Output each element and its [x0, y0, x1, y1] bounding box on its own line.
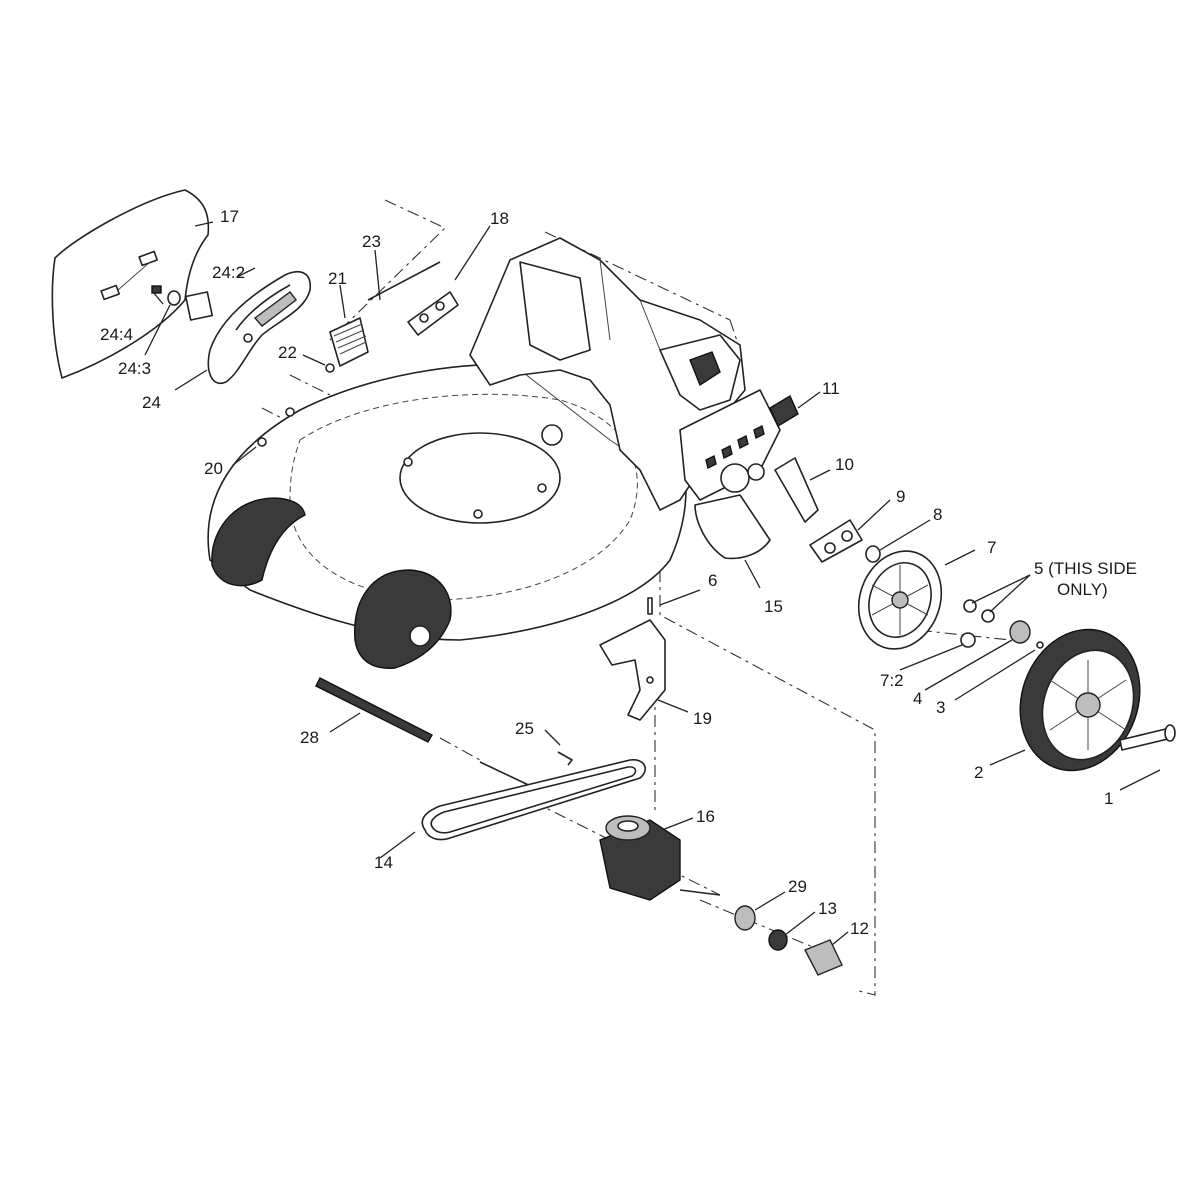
- part-24-handle-bracket: [184, 271, 311, 385]
- part-20-screws: [257, 407, 295, 447]
- label-23: 23: [362, 232, 381, 251]
- label-12: 12: [850, 919, 869, 938]
- part-15-discharge-chute: [694, 494, 771, 560]
- part-9-bearing-plate: [809, 519, 863, 563]
- height-adjust-panel: [679, 389, 781, 501]
- label-2: 2: [974, 763, 983, 782]
- label-24: 24: [142, 393, 161, 412]
- part-24-3-washer: [167, 290, 181, 306]
- label-7: 7: [987, 538, 996, 557]
- label-28: 28: [300, 728, 319, 747]
- part-28-drive-spring: [315, 677, 433, 743]
- part-labels: 17 18 23 24:2 21 24:4 22 24:3 24 20 11 1…: [100, 207, 1137, 938]
- label-29: 29: [788, 877, 807, 896]
- label-21: 21: [328, 269, 347, 288]
- label-7-2: 7:2: [880, 671, 904, 690]
- part-3-nut: [1036, 641, 1044, 649]
- label-9: 9: [896, 487, 905, 506]
- label-3: 3: [936, 698, 945, 717]
- part-7-2-washer: [960, 632, 976, 648]
- part-4-bushing: [1009, 620, 1031, 644]
- part-16-transmission: [599, 815, 681, 901]
- label-24-4: 24:4: [100, 325, 133, 344]
- label-24-3: 24:3: [118, 359, 151, 378]
- label-14: 14: [374, 853, 393, 872]
- label-8: 8: [933, 505, 942, 524]
- rear-handle-frame: [469, 237, 746, 511]
- part-29-bushing: [734, 905, 756, 931]
- part-21-torsion-spring: [329, 317, 369, 367]
- label-13: 13: [818, 899, 837, 918]
- part-8-retaining-ring: [865, 545, 881, 563]
- part-10-height-lever: [774, 457, 819, 523]
- label-4: 4: [913, 689, 922, 708]
- label-5b: ONLY): [1057, 580, 1108, 599]
- label-17: 17: [220, 207, 239, 226]
- part-24-4-screw: [151, 285, 162, 294]
- part-19-transmission-bracket: [599, 619, 666, 721]
- part-18-mounting-plate: [407, 291, 459, 336]
- part-25-clip: [557, 751, 573, 766]
- label-1: 1: [1104, 789, 1113, 808]
- label-25: 25: [515, 719, 534, 738]
- label-10: 10: [835, 455, 854, 474]
- part-1-wheel-bolt: [1119, 724, 1176, 751]
- part-14-drive-belt: [421, 759, 646, 841]
- label-24-2: 24:2: [212, 263, 245, 282]
- label-22: 22: [278, 343, 297, 362]
- part-7-hubcap: [857, 550, 943, 650]
- label-6: 6: [708, 571, 717, 590]
- label-11: 11: [822, 379, 840, 398]
- label-20: 20: [204, 459, 223, 478]
- label-16: 16: [696, 807, 715, 826]
- label-5a: 5 (THIS SIDE: [1034, 559, 1137, 578]
- label-19: 19: [693, 709, 712, 728]
- part-11-clip: [769, 394, 799, 428]
- front-right-wheel-guard: [354, 569, 452, 669]
- leader-lines: [144, 221, 1161, 946]
- label-18: 18: [490, 209, 509, 228]
- part-5-washers: [963, 599, 995, 623]
- part-6-screw: [647, 597, 653, 615]
- label-15: 15: [764, 597, 783, 616]
- part-12-pinion-gear: [804, 939, 843, 976]
- part-13-washer: [768, 929, 788, 951]
- part-2-rear-wheel: [1019, 628, 1141, 772]
- part-17-rear-flap: [51, 189, 210, 379]
- part-22-pivot-pin: [325, 363, 335, 373]
- front-left-wheel-guard: [211, 497, 306, 587]
